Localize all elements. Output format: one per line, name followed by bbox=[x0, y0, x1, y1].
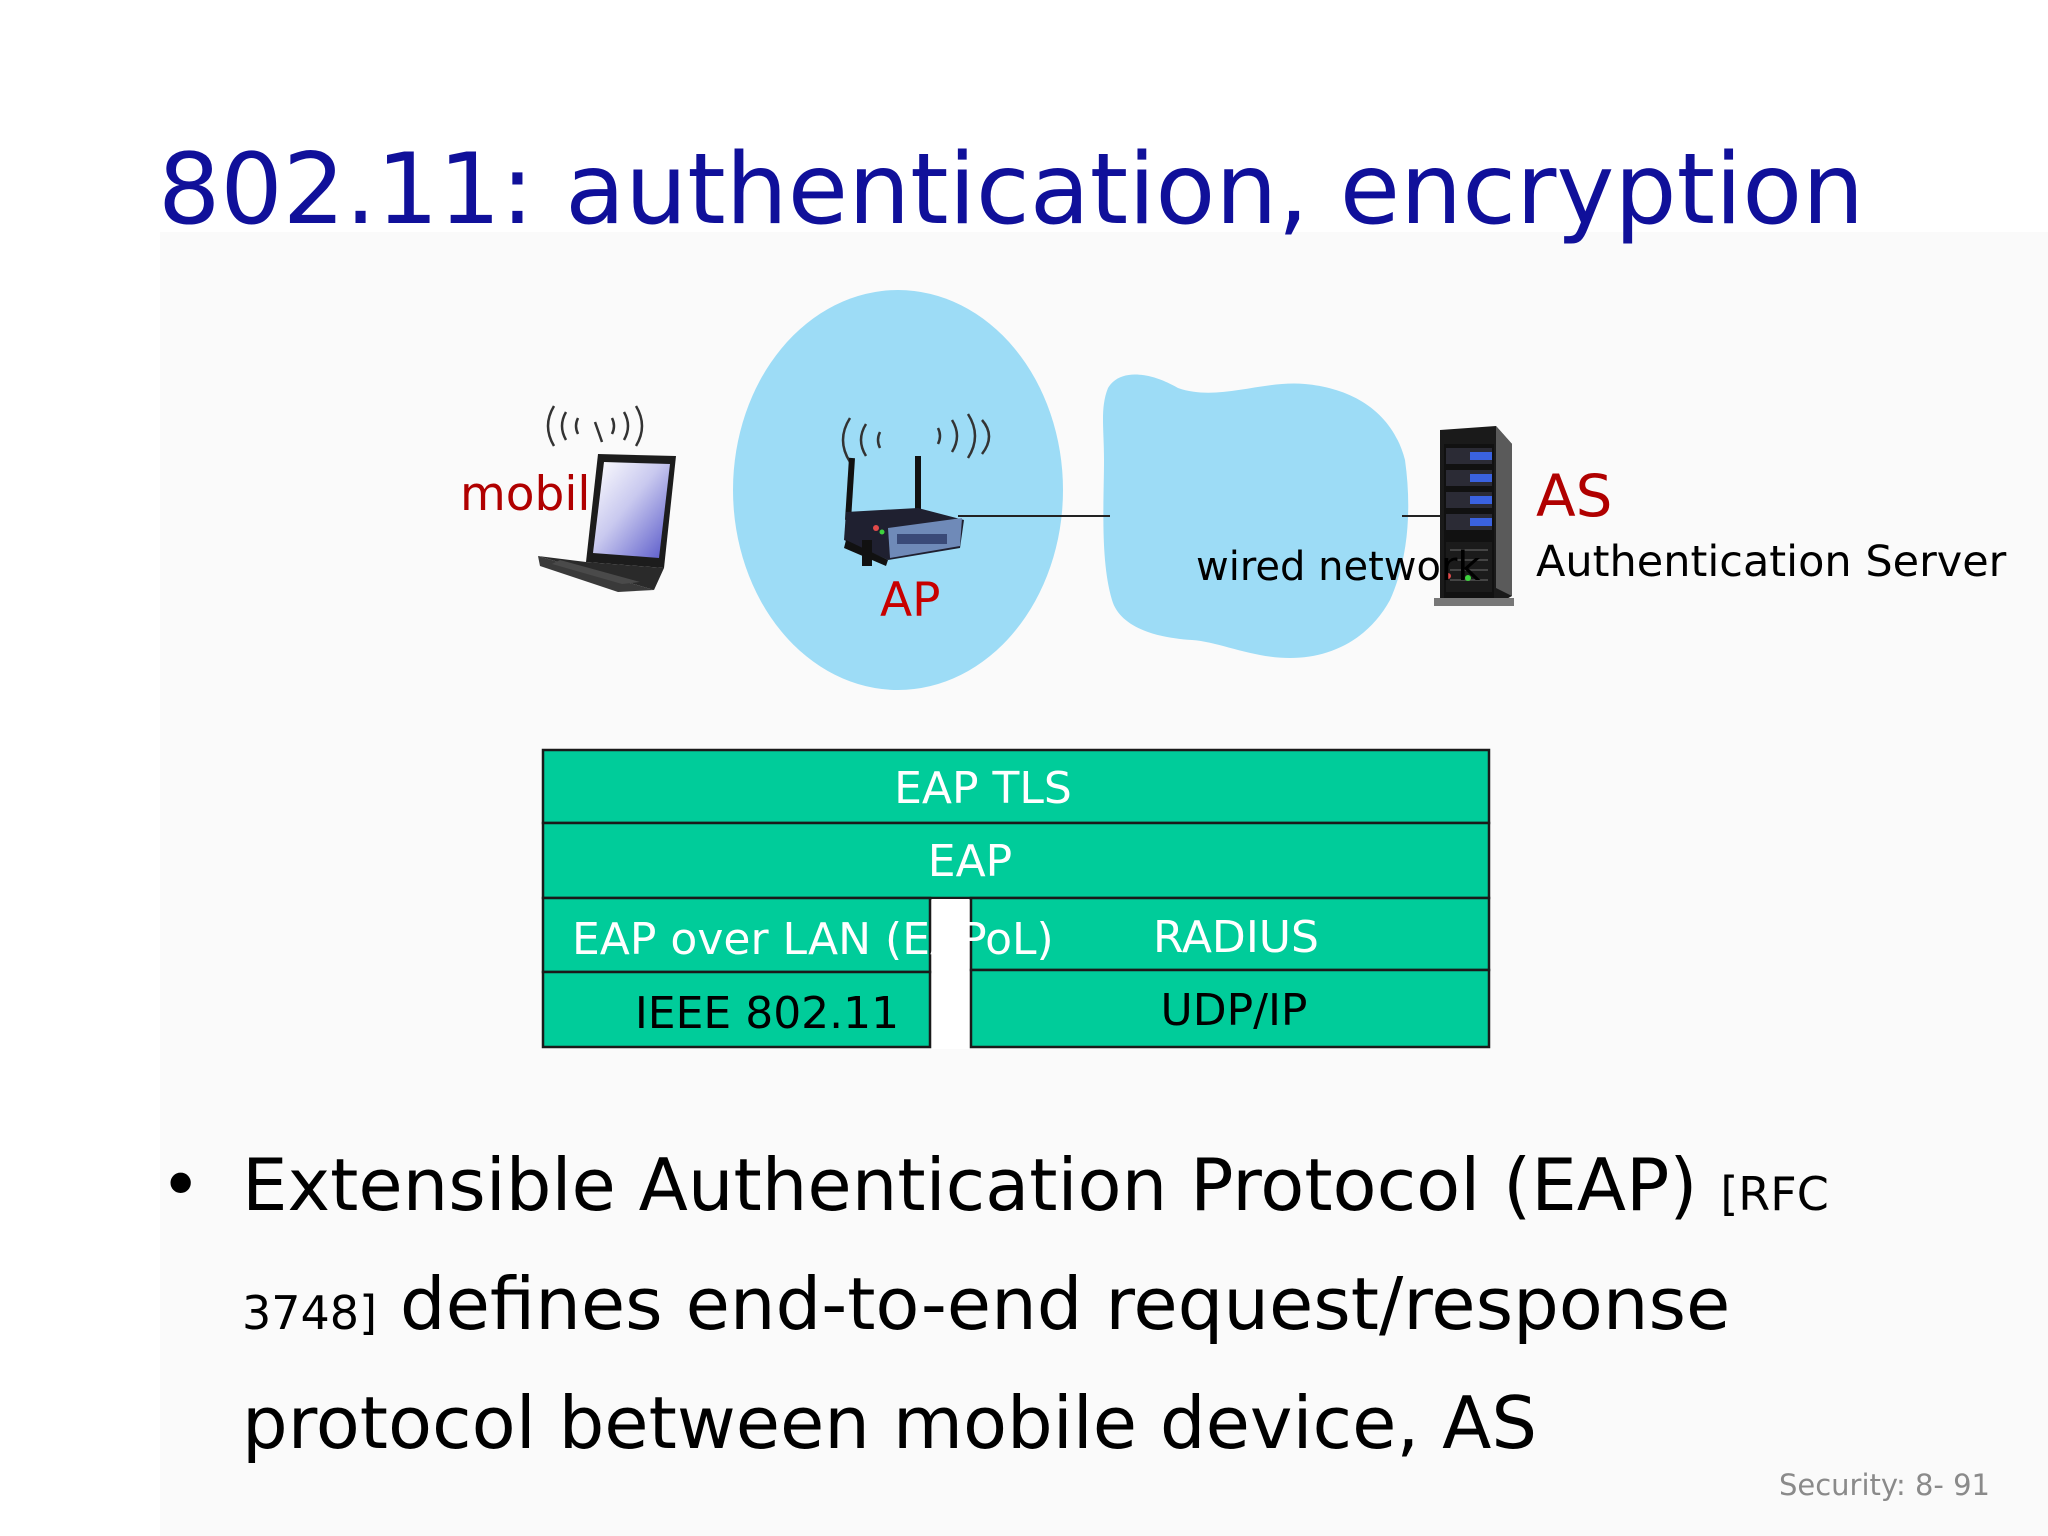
stack-eapol-label: EAP over LAN (EAPoL) bbox=[572, 914, 1054, 965]
router-icon bbox=[844, 456, 964, 566]
mobile-label: mobil bbox=[460, 467, 591, 522]
stack-eap-tls-layer bbox=[541, 748, 1491, 825]
stack-ieee-label: IEEE 802.11 bbox=[635, 988, 899, 1039]
stack-eap-label: EAP bbox=[928, 836, 1012, 887]
as-label: AS bbox=[1536, 462, 1613, 530]
stack-radius-layer bbox=[969, 896, 1491, 972]
authentication-server-label: Authentication Server bbox=[1536, 537, 2007, 587]
stack-radius-label: RADIUS bbox=[1153, 912, 1319, 963]
laptop-icon bbox=[538, 454, 676, 592]
stack-eap-tls-label: EAP TLS bbox=[894, 763, 1072, 814]
bullet-text-rest: defines end-to-end request/response prot… bbox=[242, 1262, 1731, 1465]
bullet-item: Extensible Authentication Protocol (EAP)… bbox=[242, 1130, 1922, 1478]
bullet-reference-part1: [RFC bbox=[1720, 1167, 1829, 1221]
slide-title: 802.11: authentication, encryption bbox=[158, 133, 1865, 247]
ap-label: AP bbox=[880, 573, 941, 628]
stack-label-gap-overlay bbox=[932, 900, 969, 962]
ap-wifi-icon bbox=[841, 413, 991, 463]
page-number: Security: 8- 91 bbox=[1778, 1468, 1990, 1502]
laptop-wifi-icon bbox=[546, 405, 644, 447]
server-icon bbox=[1434, 426, 1514, 606]
stack-udp-ip-layer bbox=[969, 968, 1491, 1049]
wired-network-label: wired network bbox=[1196, 544, 1481, 590]
ap-coverage-bubble bbox=[733, 290, 1063, 690]
protocol-stack bbox=[541, 748, 1491, 1049]
bullet-reference-part2: 3748] bbox=[242, 1286, 378, 1340]
bullet-text-main: Extensible Authentication Protocol (EAP) bbox=[242, 1143, 1721, 1227]
stack-ieee-layer bbox=[541, 970, 932, 1049]
bullet-marker: • bbox=[160, 1144, 202, 1226]
wired-network-cloud bbox=[1103, 374, 1409, 658]
stack-eap-layer bbox=[541, 821, 1491, 900]
stack-udp-ip-label: UDP/IP bbox=[1161, 985, 1308, 1036]
